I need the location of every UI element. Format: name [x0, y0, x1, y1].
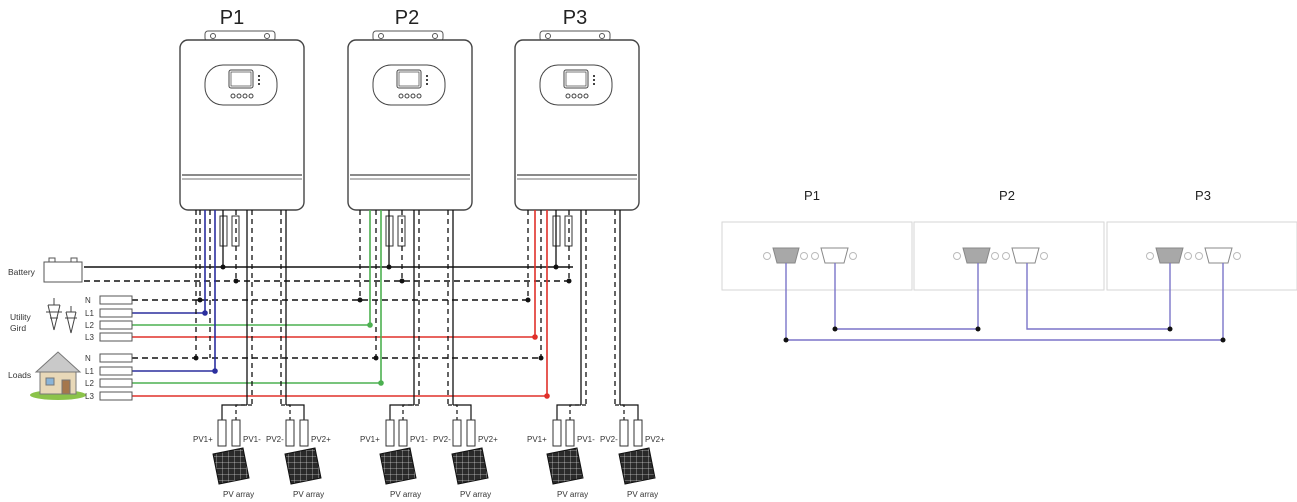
- inverter-p2: [347, 30, 473, 211]
- load-terminal-l2: L2: [85, 379, 94, 388]
- pv1-plus-label: PV1+: [527, 435, 547, 444]
- pv-group-p1: PV1+ PV1- PV2- PV2+ PV array PV array: [193, 404, 331, 499]
- pv2-minus-label: PV2-: [266, 435, 284, 444]
- load-terminal-n: N: [85, 354, 91, 363]
- battery-label: Battery: [8, 267, 36, 277]
- pv1-minus-label: PV1-: [577, 435, 595, 444]
- comm-cables: [785, 263, 1224, 341]
- pv-panel: [284, 447, 322, 485]
- pv-array-label: PV array: [627, 490, 658, 499]
- pv-array-label: PV array: [293, 490, 324, 499]
- pv1-plus-label: PV1+: [360, 435, 380, 444]
- utility-label: Utility: [10, 312, 32, 322]
- load-bus: [132, 357, 547, 397]
- pv-panel: [379, 447, 417, 485]
- pv-array-label: PV array: [557, 490, 588, 499]
- pv-panel: [618, 447, 656, 485]
- comm-panel-p2: [913, 221, 1105, 291]
- comm-junctions: [783, 326, 1226, 343]
- pv2-plus-label: PV2+: [478, 435, 498, 444]
- comm-title-p2: P2: [999, 188, 1015, 203]
- pv-panel: [451, 447, 489, 485]
- pv1-minus-label: PV1-: [243, 435, 261, 444]
- inverter-p2-wiring: [357, 210, 454, 405]
- grid-terminal-l1: L1: [85, 309, 94, 318]
- inverter-p3: [514, 30, 640, 211]
- load-terminal-l3: L3: [85, 392, 94, 401]
- grid-bus: [132, 299, 535, 338]
- loads-label: Loads: [8, 370, 31, 380]
- house-icon: [30, 351, 86, 400]
- load-terminal-block: N L1 L2 L3: [85, 353, 133, 401]
- battery-icon: [43, 257, 83, 283]
- grid-terminal-l3: L3: [85, 333, 94, 342]
- pv-panel: [546, 447, 584, 485]
- pv2-minus-label: PV2-: [433, 435, 451, 444]
- pv-array-label: PV array: [223, 490, 254, 499]
- inverter-p3-wiring: [525, 210, 621, 405]
- grid-label: Gird: [10, 323, 26, 333]
- inverter-p1-wiring: [193, 210, 287, 405]
- inverter-title-p2: P2: [395, 7, 419, 29]
- pv-group-p3: PV1+ PV1- PV2- PV2+ PV array PV array: [527, 404, 665, 499]
- load-terminal-l1: L1: [85, 367, 94, 376]
- pv-group-p2: PV1+ PV1- PV2- PV2+ PV array PV array: [360, 404, 498, 499]
- pv2-plus-label: PV2+: [311, 435, 331, 444]
- inverter-p1: [179, 30, 305, 211]
- battery-bus: [84, 266, 573, 282]
- pv2-plus-label: PV2+: [645, 435, 665, 444]
- grid-terminal-l2: L2: [85, 321, 94, 330]
- pv-panel: [212, 447, 250, 485]
- comm-title-p3: P3: [1195, 188, 1211, 203]
- pv-array-label: PV array: [390, 490, 421, 499]
- pv1-plus-label: PV1+: [193, 435, 213, 444]
- pv1-minus-label: PV1-: [410, 435, 428, 444]
- comm-title-p1: P1: [804, 188, 820, 203]
- grid-terminal-n: N: [85, 296, 91, 305]
- utility-tower-icon: [46, 298, 77, 334]
- pv-array-label: PV array: [460, 490, 491, 499]
- inverter-title-p3: P3: [563, 7, 587, 29]
- comm-panel-p3: [1106, 221, 1297, 291]
- grid-terminal-block: N L1 L2 L3: [85, 295, 133, 342]
- pv2-minus-label: PV2-: [600, 435, 618, 444]
- comm-panel-p1: [721, 221, 913, 291]
- inverter-title-p1: P1: [220, 7, 244, 29]
